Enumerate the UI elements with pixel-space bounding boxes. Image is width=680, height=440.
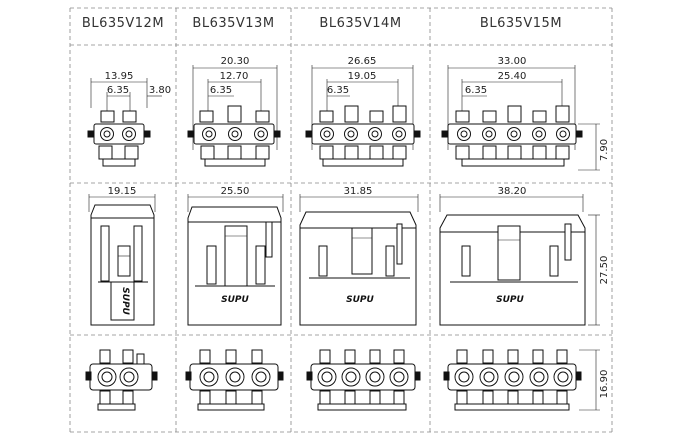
dim-v13-overall: 20.30 <box>221 56 250 67</box>
dim-v14-overall: 26.65 <box>348 56 377 67</box>
top-view-v15 <box>441 65 600 171</box>
header-bl635v12m: BL635V12M <box>81 16 165 31</box>
dim-v15-height: 7.90 <box>599 139 610 161</box>
brand-logo-v13: SUPU <box>221 295 249 305</box>
dim-v14-width: 31.85 <box>344 186 373 197</box>
header-bl635v15m: BL635V15M <box>479 16 563 31</box>
grid-lines <box>69 7 613 433</box>
dim-v15-overall: 33.00 <box>498 56 527 67</box>
dim-v14-pitch: 6.35 <box>327 85 349 96</box>
bottom-view-v12 <box>85 349 158 411</box>
bottom-view-v13 <box>185 349 284 411</box>
dim-bottom-height: 16.90 <box>599 370 610 399</box>
side-view-v14 <box>299 194 419 326</box>
dim-v12-width: 19.15 <box>108 186 137 197</box>
top-view-v12 <box>87 78 162 167</box>
dim-v15-pitch: 6.35 <box>465 85 487 96</box>
dim-mid-height: 27.50 <box>599 256 610 285</box>
header-bl635v13m: BL635V13M <box>192 16 275 31</box>
bottom-view-v15 <box>443 349 600 411</box>
dim-v12-edge: 3.80 <box>149 85 171 96</box>
dim-v13-pitch: 6.35 <box>210 85 232 96</box>
dim-v12-pitch: 6.35 <box>107 85 129 96</box>
dim-v12-overall: 13.95 <box>105 71 134 82</box>
dim-v13-span: 12.70 <box>220 71 249 82</box>
side-view-v15 <box>439 194 600 326</box>
top-view-v14 <box>305 65 421 167</box>
brand-logo-v12: SUPU <box>120 287 130 315</box>
side-view-v13 <box>187 194 284 326</box>
brand-logo-v15: SUPU <box>496 295 524 305</box>
top-view-v13 <box>187 65 281 167</box>
dim-v14-span: 19.05 <box>348 71 377 82</box>
brand-logo-v14: SUPU <box>346 295 374 305</box>
dim-v13-width: 25.50 <box>221 186 250 197</box>
side-view-v12 <box>88 194 156 326</box>
dim-v15-span: 25.40 <box>498 71 527 82</box>
header-bl635v14m: BL635V14M <box>319 16 402 31</box>
bottom-view-v14 <box>306 349 421 411</box>
dim-v15-width: 38.20 <box>498 186 527 197</box>
